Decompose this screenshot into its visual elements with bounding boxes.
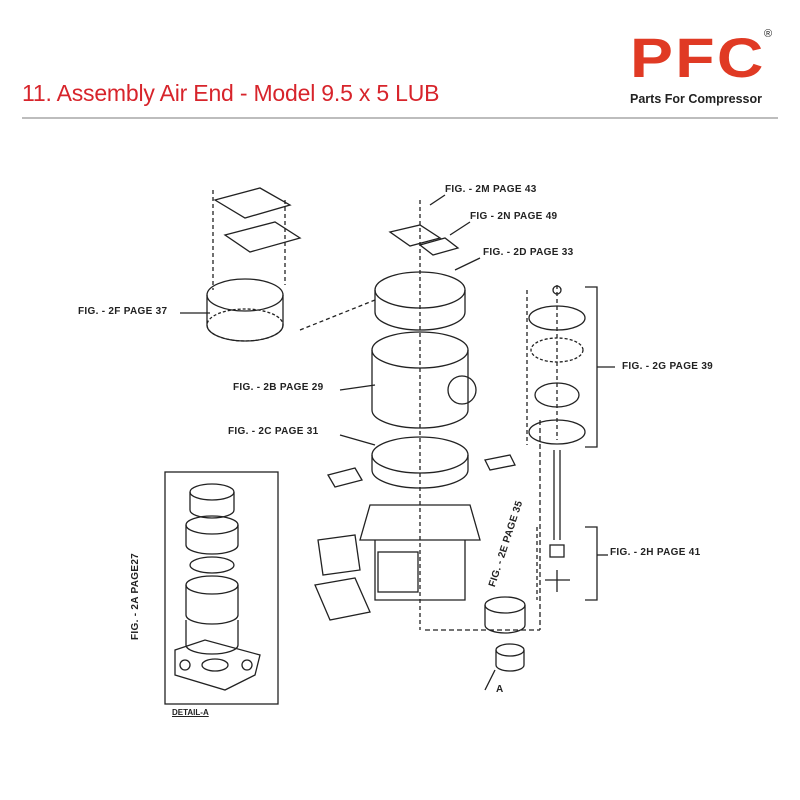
header-divider (22, 117, 778, 119)
label-fig-2b: FIG. - 2B PAGE 29 (233, 382, 324, 393)
label-point-a: A (496, 684, 504, 695)
label-fig-2g: FIG. - 2G PAGE 39 (622, 361, 714, 372)
pfc-logo: PFC ® Parts For Compressor (628, 28, 778, 118)
page-title: 11. Assembly Air End - Model 9.5 x 5 LUB (22, 80, 440, 106)
label-detail-a: DETAIL-A (172, 708, 209, 717)
label-fig-2a: FIG. - 2A PAGE27 (130, 552, 141, 640)
registered-mark: ® (764, 28, 773, 40)
logo-tagline: Parts For Compressor (630, 92, 762, 106)
label-fig-2h: FIG. - 2H PAGE 41 (610, 547, 701, 558)
central-stack (299, 194, 516, 630)
detail-a-box (164, 471, 279, 705)
head-assembly-2f (180, 187, 302, 342)
label-fig-2n: FIG - 2N PAGE 49 (470, 211, 558, 222)
label-fig-2c: FIG. - 2C PAGE 31 (228, 426, 319, 437)
valve-assembly-2g (526, 285, 615, 601)
label-fig-2f: FIG. - 2F PAGE 37 (78, 306, 168, 317)
lower-fitting (484, 596, 526, 691)
label-fig-2d: FIG. - 2D PAGE 33 (483, 247, 574, 258)
fig-2e-bracket (425, 420, 541, 631)
logo-mark: PFC (630, 26, 766, 89)
label-fig-2m: FIG. - 2M PAGE 43 (445, 184, 537, 195)
